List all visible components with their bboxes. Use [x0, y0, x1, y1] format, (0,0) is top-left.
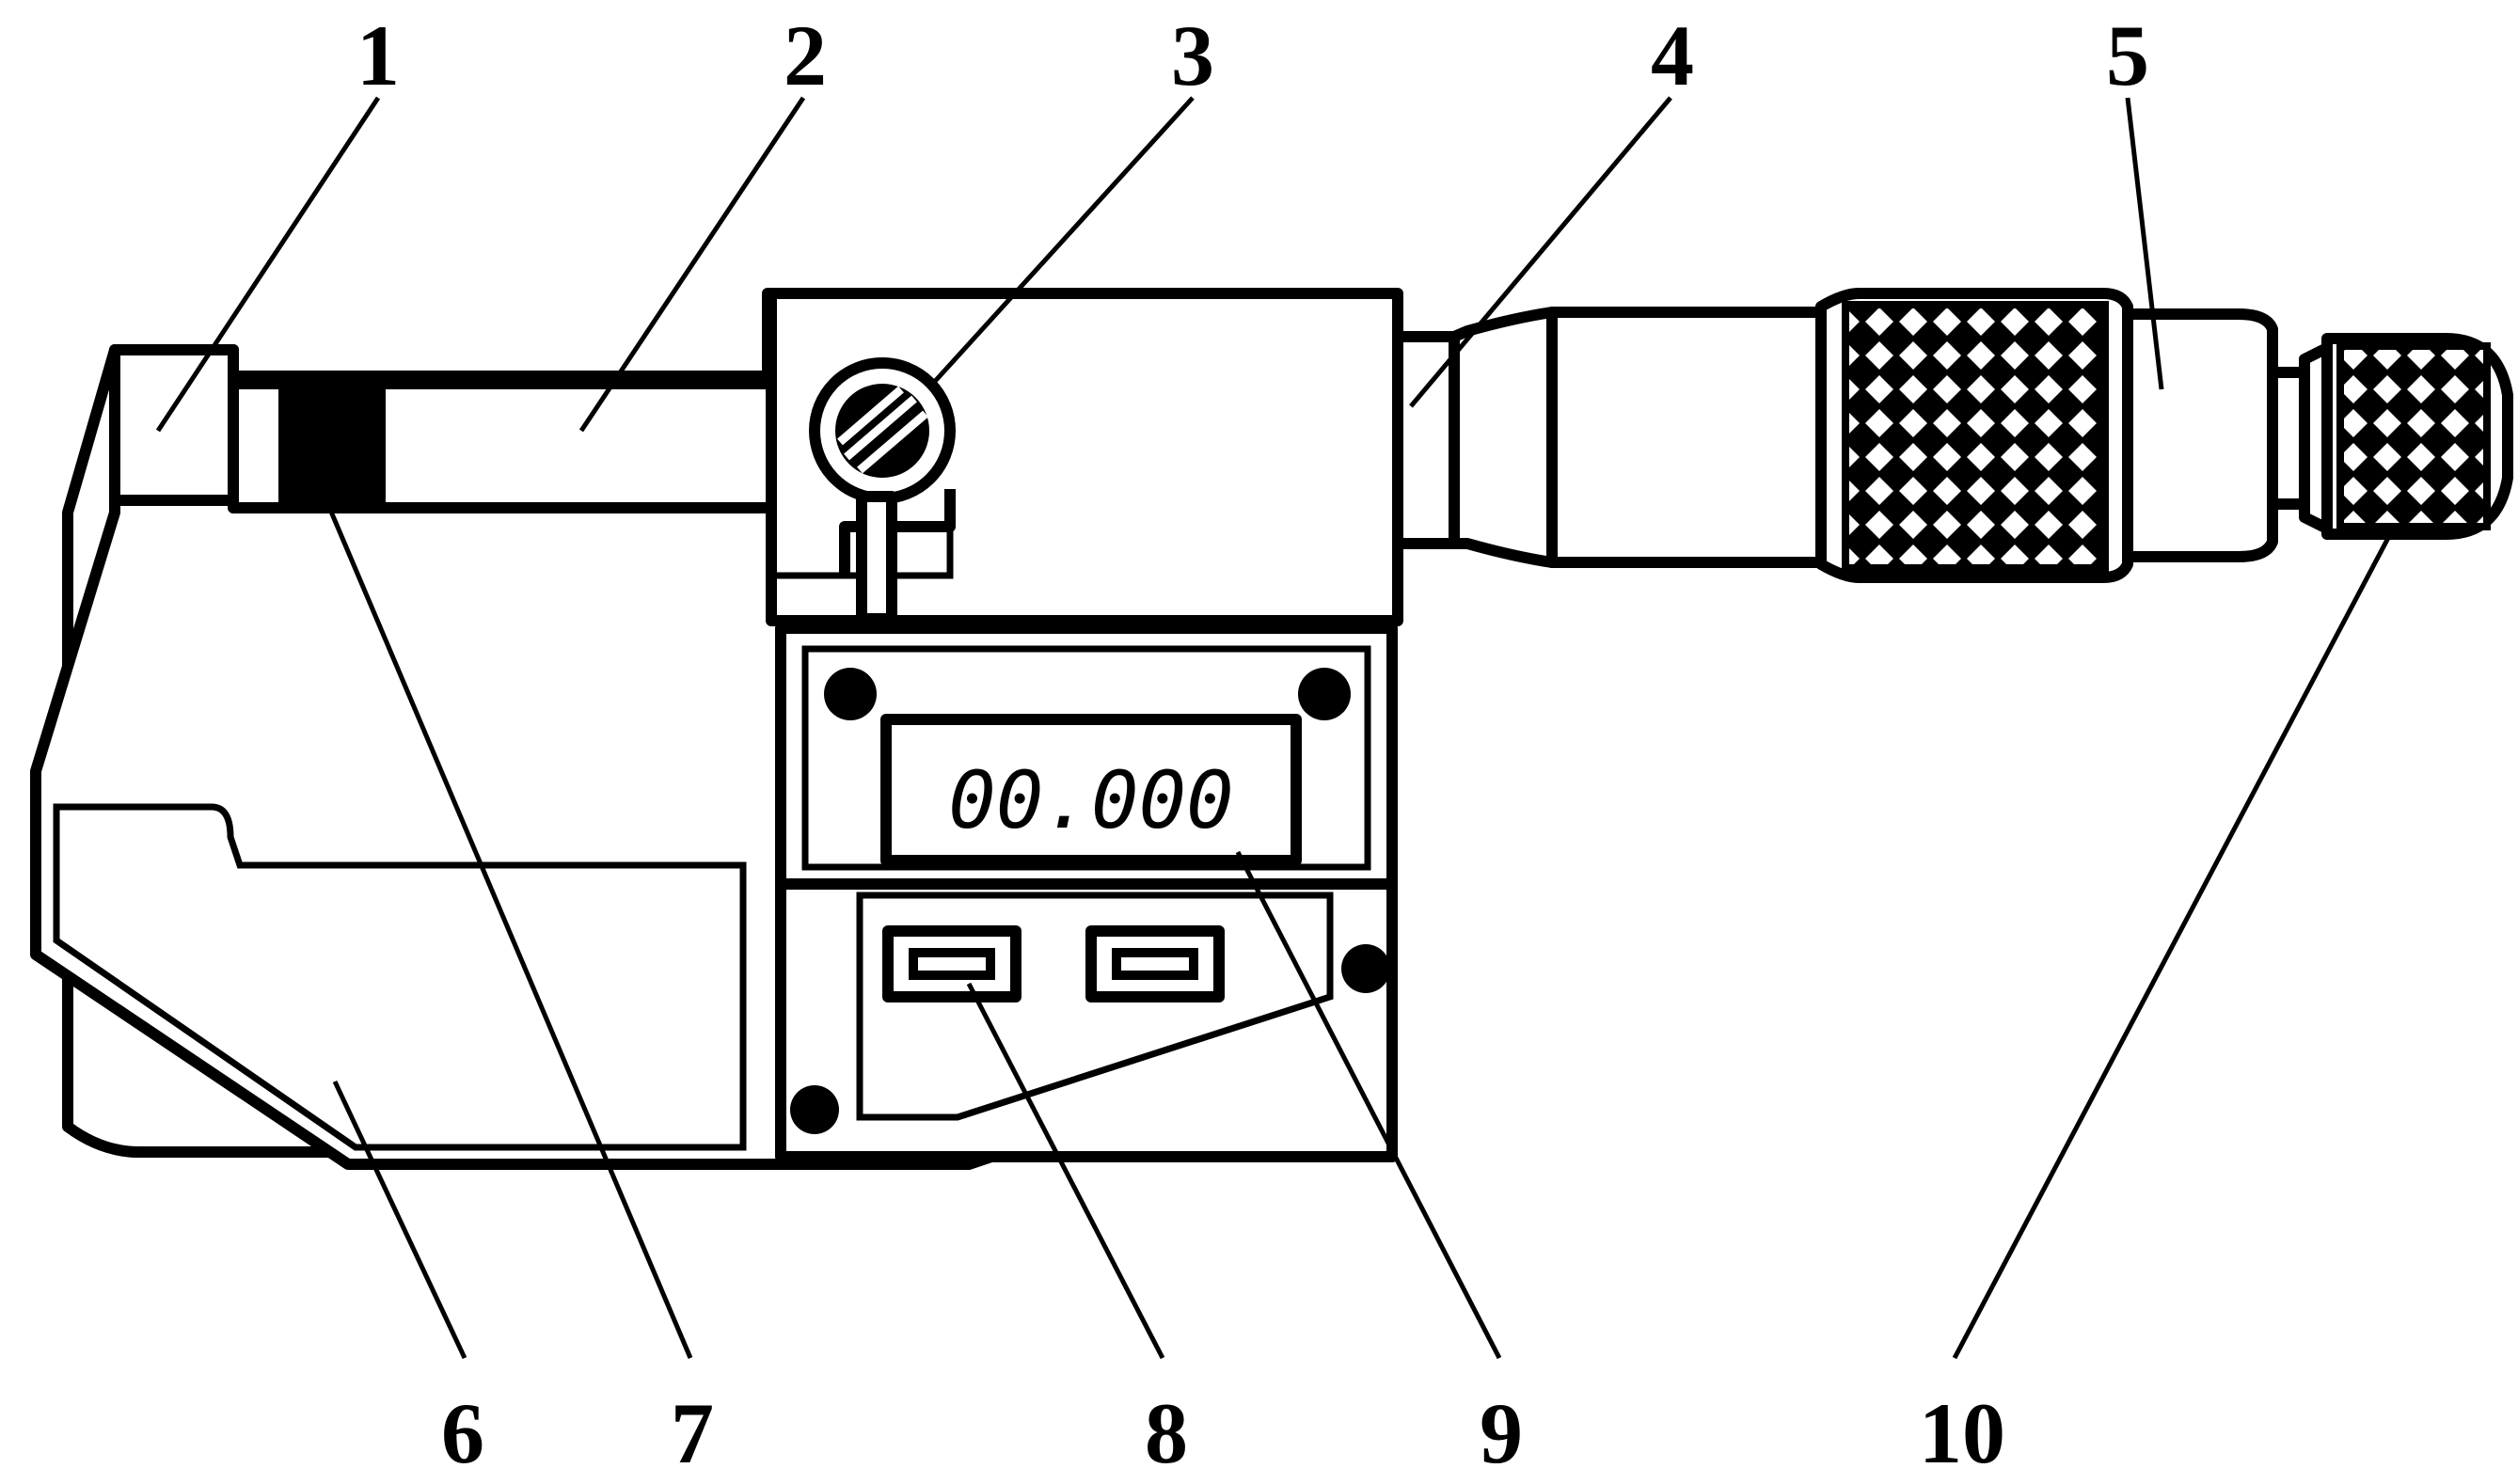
screw-bottom-left	[790, 1085, 839, 1134]
button-panel	[775, 878, 1398, 1162]
callout-10: 10	[1919, 1385, 2005, 1481]
leader-7	[328, 511, 693, 1359]
button-left	[882, 925, 1021, 1002]
spindle	[228, 378, 784, 513]
ratchet-knurl	[2336, 342, 2491, 530]
leader-4	[1409, 96, 1672, 408]
spindle-band	[278, 389, 386, 502]
callout-9: 9	[1480, 1385, 1523, 1481]
leader-6	[332, 1080, 467, 1360]
leader-2	[578, 96, 806, 433]
anvil	[109, 344, 239, 506]
callout-1: 1	[356, 8, 400, 103]
screw-top-right	[1298, 668, 1351, 720]
sleeve	[1392, 307, 1558, 568]
leader-5	[2125, 97, 2164, 390]
ratchet	[2321, 333, 2513, 540]
leader-lines	[155, 96, 2392, 1360]
thimble-cap	[2122, 308, 2278, 562]
leader-9	[1235, 850, 1502, 1360]
screw-top-left	[824, 668, 877, 720]
callout-4: 4	[1651, 8, 1694, 103]
screw-bottom-right	[1341, 944, 1390, 993]
leader-10	[1952, 534, 2392, 1360]
thimble	[1546, 288, 2133, 583]
callout-8: 8	[1145, 1385, 1188, 1481]
callout-7: 7	[671, 1385, 714, 1481]
button-right	[1085, 925, 1225, 1002]
callout-6: 6	[441, 1385, 484, 1481]
callout-3: 3	[1171, 8, 1214, 103]
callout-5: 5	[2106, 8, 2149, 103]
thimble-knurl	[1842, 301, 2109, 572]
lcd-screen: 00.000	[880, 714, 1302, 866]
leader-3	[927, 96, 1195, 389]
leader-8	[966, 982, 1165, 1360]
lock-knob	[809, 357, 956, 624]
callout-2: 2	[784, 8, 827, 103]
lcd-reading: 00.000	[948, 754, 1233, 846]
leader-1	[155, 96, 381, 433]
callout-labels: 1 2 3 4 5 6 7 8 9 10	[356, 8, 2149, 1481]
